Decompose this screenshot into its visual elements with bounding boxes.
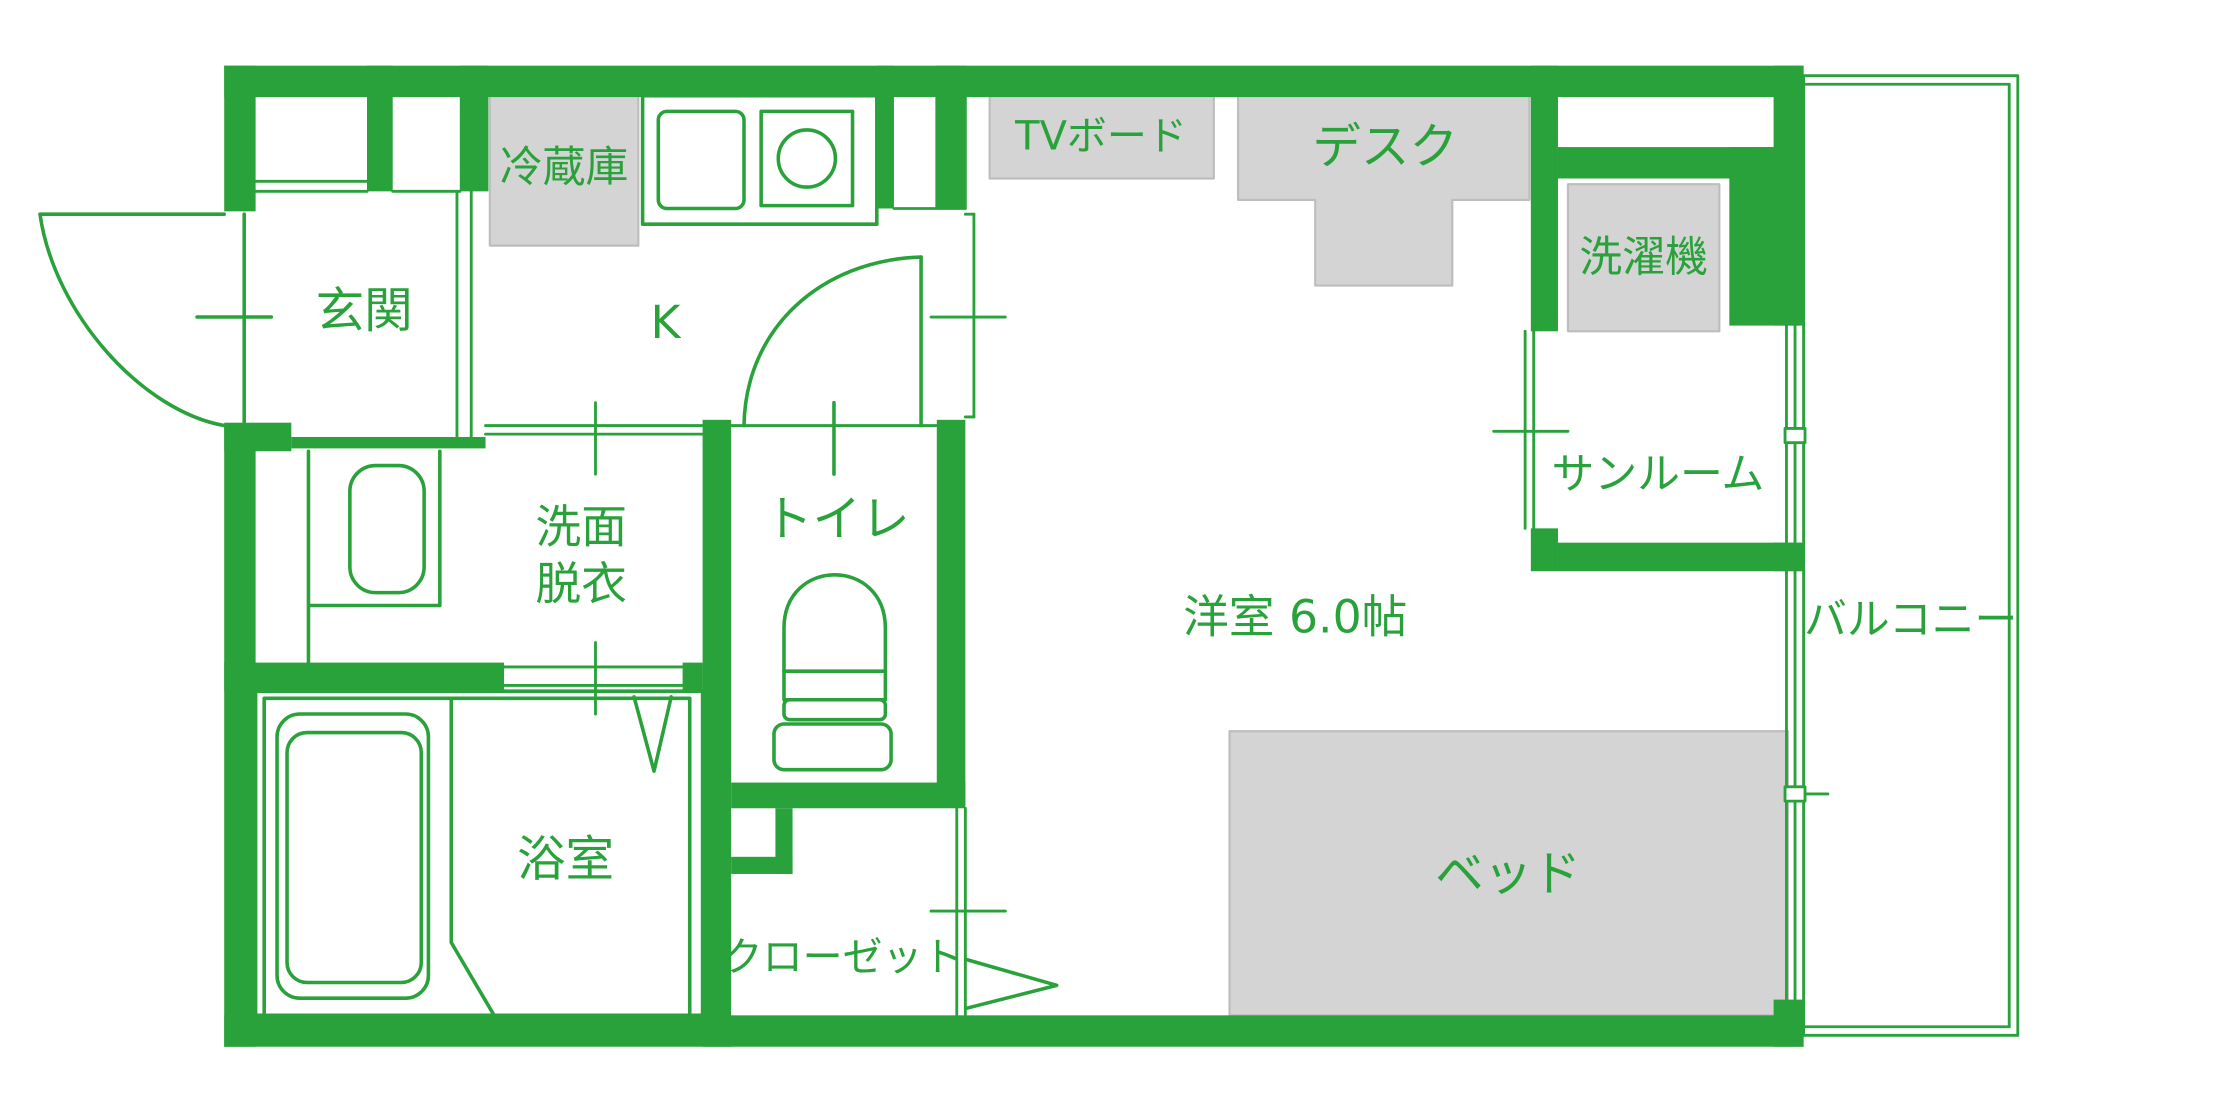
bed-label: ベッド	[1435, 846, 1581, 902]
washroom-label-2: 脱衣	[536, 557, 627, 610]
closet-label: クローゼット	[723, 935, 963, 981]
labels: 冷蔵庫 TVボード デスク 洗濯機 玄関 K 洗面 脱衣 トイレ サンルーム 洋…	[316, 114, 2018, 981]
sink	[656, 109, 746, 211]
washbasin	[306, 449, 442, 665]
desk-label: デスク	[1312, 119, 1458, 175]
furniture-blocks	[488, 94, 1789, 1017]
balcony-label: バルコニー	[1804, 595, 2017, 645]
washroom-label-1: 洗面	[536, 500, 627, 553]
kitchen-fixtures	[640, 93, 879, 226]
washing-machine	[1566, 183, 1721, 333]
tv-board	[988, 94, 1215, 180]
western-room-label: 洋室 6.0帖	[1183, 590, 1407, 643]
entrance-label: 玄関	[316, 283, 413, 339]
washing-machine-label: 洗濯機	[1579, 232, 1707, 282]
interior-walls	[224, 65, 1801, 1047]
bathtub	[275, 712, 431, 1000]
kitchen-label: K	[650, 296, 681, 349]
refrigerator-label: 冷蔵庫	[500, 142, 628, 192]
tv-board-label: TVボード	[1014, 114, 1187, 160]
toilet-door	[742, 255, 923, 476]
bathroom-label: 浴室	[517, 832, 614, 888]
entrance-door	[38, 212, 274, 428]
refrigerator	[488, 94, 640, 247]
stove	[759, 109, 855, 208]
bathroom-fixtures	[253, 689, 705, 1018]
closet-door	[964, 957, 1059, 1010]
sunroom-label: サンルーム	[1552, 449, 1765, 499]
door-ticks	[594, 315, 1570, 913]
kitchen-counter	[640, 93, 879, 226]
toilet-label: トイレ	[764, 492, 910, 548]
balcony-outline	[1783, 74, 2020, 1037]
burner	[776, 128, 838, 189]
bed	[1228, 730, 1789, 1017]
toilet-bowl	[772, 573, 893, 772]
desk	[1237, 94, 1531, 287]
